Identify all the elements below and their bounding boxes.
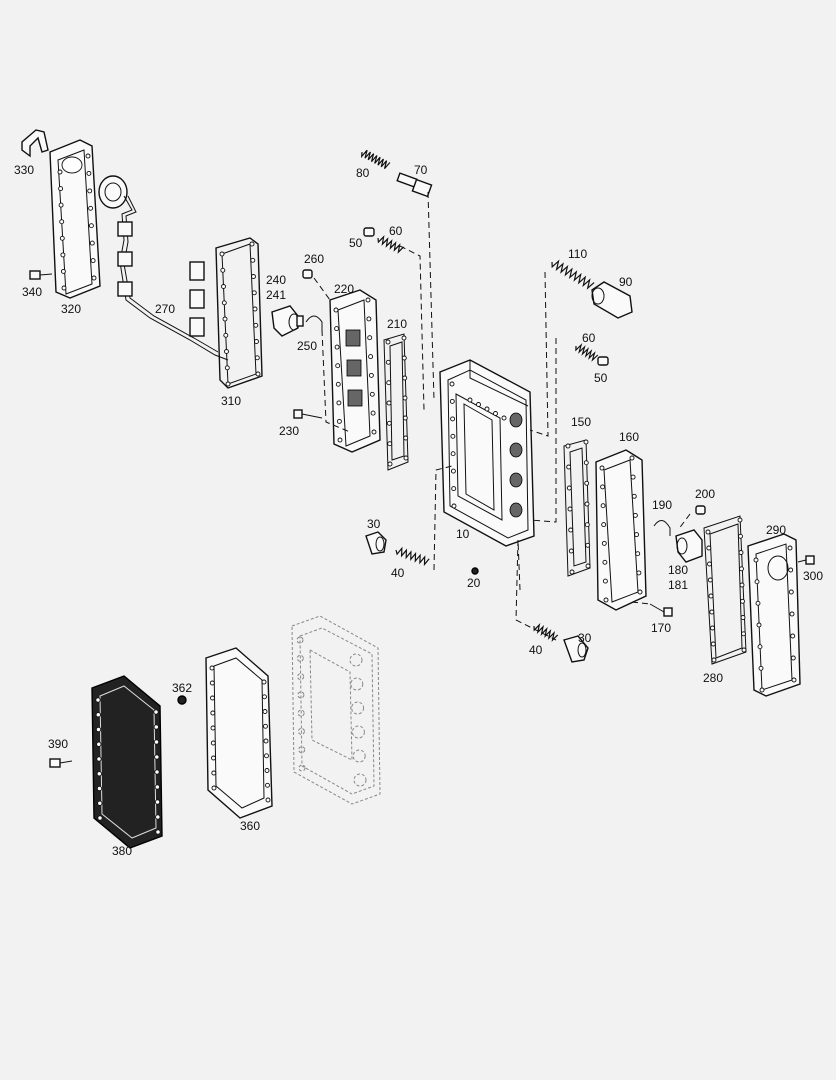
- callout-320: 320: [61, 302, 81, 316]
- part-250-clip: [305, 315, 323, 332]
- part-230-bolt: [293, 409, 323, 419]
- part-270-wiring-harness: [98, 175, 229, 361]
- callout-220: 220: [334, 282, 354, 296]
- part-160-valve-body: [595, 449, 647, 611]
- callout-10: 10: [456, 527, 470, 541]
- part-390-bolt: [49, 758, 73, 768]
- part-280-gasket: [703, 515, 747, 665]
- part-340-bolt: [29, 270, 53, 280]
- callout-240: 240: [266, 273, 286, 287]
- part-190-clip: [653, 520, 671, 536]
- part-360-separator-plate: [205, 647, 273, 819]
- callout-60-b: 60: [582, 331, 596, 345]
- callout-362: 362: [172, 681, 192, 695]
- callout-270: 270: [155, 302, 175, 316]
- callout-390: 390: [48, 737, 68, 751]
- callout-40-b: 40: [529, 643, 543, 657]
- part-20-ball: [471, 567, 479, 575]
- callout-330: 330: [14, 163, 34, 177]
- callout-360: 360: [240, 819, 260, 833]
- part-320-cover-plate: [49, 139, 101, 299]
- callout-260: 260: [304, 252, 324, 266]
- part-240-241-solenoid: [271, 305, 304, 337]
- part-110-spring: [551, 259, 595, 290]
- part-200-cap: [695, 505, 706, 515]
- part-310-gasket: [215, 237, 263, 389]
- part-150-gasket: [563, 439, 591, 577]
- assembled-valve-block-ghost: [291, 615, 381, 805]
- callout-241: 241: [266, 288, 286, 302]
- callout-160: 160: [619, 430, 639, 444]
- part-210-gasket: [383, 333, 409, 471]
- part-362-ball: [177, 695, 187, 705]
- callout-60-a: 60: [389, 224, 403, 238]
- part-60-spring-a: [377, 235, 405, 254]
- part-70-valve-spool: [396, 172, 433, 198]
- callout-40-a: 40: [391, 566, 405, 580]
- part-170-bolt: [649, 603, 673, 617]
- part-90-valve: [591, 281, 633, 319]
- callout-380: 380: [112, 844, 132, 858]
- part-60-spring-b: [575, 343, 599, 362]
- callout-150: 150: [571, 415, 591, 429]
- part-380-plate: [91, 675, 163, 849]
- part-330-clip: [21, 129, 49, 158]
- callout-210: 210: [387, 317, 407, 331]
- callout-181: 181: [668, 578, 688, 592]
- callout-310: 310: [221, 394, 241, 408]
- callout-90: 90: [619, 275, 633, 289]
- callout-290: 290: [766, 523, 786, 537]
- callout-300: 300: [803, 569, 823, 583]
- part-290-cover: [747, 533, 801, 697]
- callout-50-b: 50: [594, 371, 608, 385]
- part-40-spring-a: [395, 546, 430, 567]
- part-180-181-solenoid: [675, 529, 703, 563]
- callout-340: 340: [22, 285, 42, 299]
- callout-50-a: 50: [349, 236, 363, 250]
- callout-180: 180: [668, 563, 688, 577]
- callout-30-b: 30: [578, 631, 592, 645]
- part-10-main-housing: [439, 359, 535, 547]
- callout-20: 20: [467, 576, 481, 590]
- part-220-valve-body: [329, 289, 381, 453]
- part-40-spring-b: [533, 623, 559, 642]
- part-260-cap: [302, 269, 313, 279]
- assembly-leader-lines: [313, 191, 691, 641]
- part-30-plug-b: [563, 635, 589, 663]
- callout-30-a: 30: [367, 517, 381, 531]
- callout-80: 80: [356, 166, 370, 180]
- part-30-plug-a: [365, 531, 387, 555]
- callout-280: 280: [703, 671, 723, 685]
- callout-110: 110: [568, 247, 587, 261]
- callout-70: 70: [414, 163, 428, 177]
- callout-190: 190: [652, 498, 672, 512]
- callout-170: 170: [651, 621, 671, 635]
- part-50-plug-a: [363, 227, 375, 237]
- part-50-plug-b: [597, 356, 609, 366]
- callout-250: 250: [297, 339, 317, 353]
- part-80-spring: [360, 149, 391, 169]
- callout-labels: 330 340 320 270 310 80 70 50 60 260 240 …: [14, 163, 823, 858]
- callout-200: 200: [695, 487, 715, 501]
- callout-230: 230: [279, 424, 299, 438]
- part-300-bolt: [797, 555, 815, 565]
